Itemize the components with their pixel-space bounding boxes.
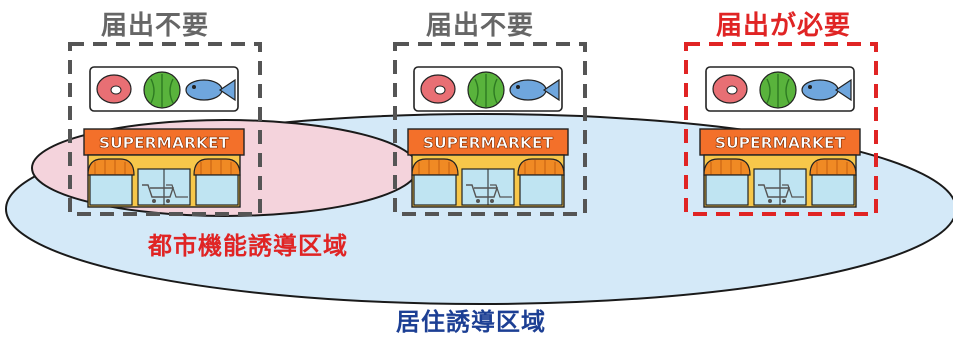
- urban-zone-label: 都市機能誘導区域: [148, 232, 348, 260]
- store-frame: [684, 42, 878, 216]
- store-1-status-label: 届出不要: [101, 11, 210, 41]
- store-2-status-label: 届出不要: [426, 11, 535, 41]
- store-illustration: [407, 66, 569, 208]
- residential-zone-label: 居住誘導区域: [396, 308, 546, 336]
- store-3-status-label: 届出が必要: [716, 11, 852, 41]
- store-frame: [68, 42, 262, 216]
- store-1: [68, 42, 262, 216]
- store-2: [393, 42, 587, 216]
- store-illustration: [83, 66, 245, 208]
- store-frame: [393, 42, 587, 216]
- store-3: [684, 42, 878, 216]
- store-illustration: [699, 66, 861, 208]
